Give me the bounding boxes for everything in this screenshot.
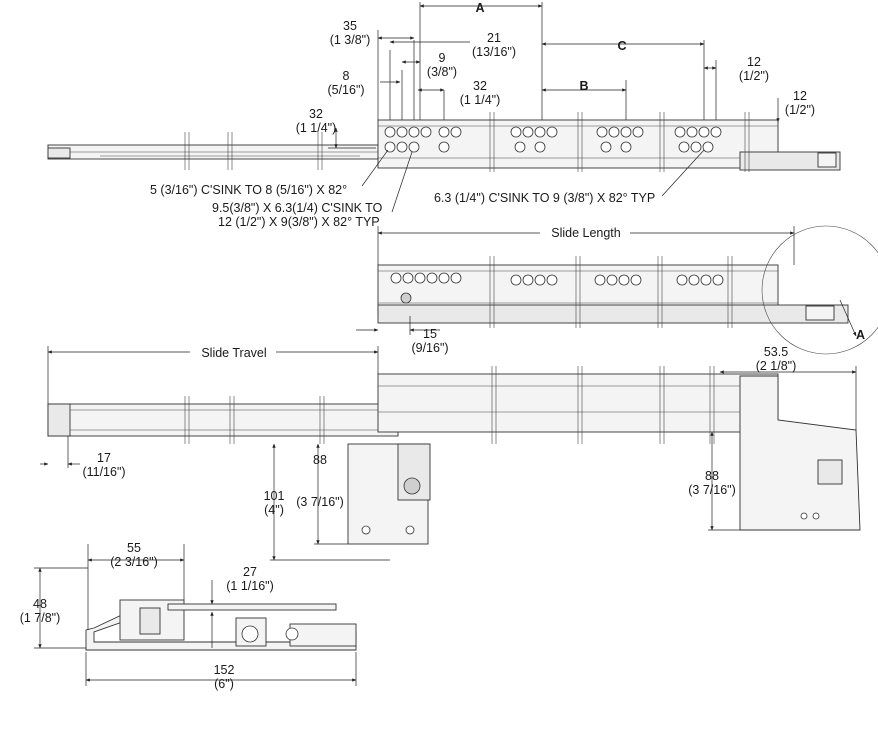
dim-55-in: (2 3/16") — [110, 555, 158, 569]
dim-B: B — [579, 79, 588, 93]
section-latch — [289, 623, 357, 647]
dim-32b-mm: 32 — [309, 107, 323, 121]
dim-101-in: (4") — [264, 503, 284, 517]
section-ball-cage — [139, 607, 161, 635]
dim-88b-mm: 88 — [705, 469, 719, 483]
middle-latch — [805, 305, 835, 321]
dim-21-in: (13/16") — [472, 45, 516, 59]
dim-152-in: (6") — [214, 677, 234, 691]
dim-17-in: (11/16") — [82, 465, 125, 479]
mounting-holes-top — [384, 126, 722, 153]
dim-A-detail: A — [856, 328, 865, 342]
break-lines-middle — [489, 256, 733, 328]
dim-slide-travel: Slide Travel — [201, 346, 266, 360]
front-bracket-screw — [403, 477, 421, 495]
dim-9-in: (3/8") — [427, 65, 457, 79]
section-drawer-bottom — [167, 603, 337, 611]
dim-48-in: (1 7/8") — [20, 611, 61, 625]
dim-8-mm: 8 — [343, 69, 350, 83]
break-lines-extended — [184, 366, 715, 444]
dim-88a-in: (3 7/16") — [296, 495, 344, 509]
note-csink-9-5-line2: 12 (1/2") X 9(3/8") X 82° TYP — [218, 215, 380, 229]
extended-inner-member — [47, 403, 399, 437]
dim-152-mm: 152 — [214, 663, 235, 677]
extended-dimensions — [40, 346, 857, 561]
slide-end-latch — [817, 152, 837, 168]
dim-53-5-mm: 53.5 — [764, 345, 788, 359]
extended-slide-view — [47, 366, 861, 545]
dim-88a-mm: 88 — [313, 453, 327, 467]
dim-8-in: (5/16") — [327, 83, 364, 97]
middle-dimensions — [356, 226, 857, 337]
dim-17-mm: 17 — [97, 451, 111, 465]
dim-32a-in: (1 1/4") — [460, 93, 501, 107]
rear-bracket-tab — [817, 459, 843, 485]
dim-9-mm: 9 — [439, 51, 446, 65]
note-csink-9-5-line1: 9.5(3/8") X 6.3(1/4) C'SINK TO — [212, 201, 383, 215]
dim-15-mm: 15 — [423, 327, 437, 341]
dim-15-in: (9/16") — [411, 341, 448, 355]
dim-53-5-in: (2 1/8") — [756, 359, 797, 373]
dim-12a-in: (1/2") — [739, 69, 769, 83]
note-csink-5: 5 (3/16") C'SINK TO 8 (5/16") X 82° — [150, 183, 347, 197]
middle-lower-rail — [377, 304, 849, 324]
slide-end-bracket — [739, 151, 841, 171]
dim-12a-mm: 12 — [747, 55, 761, 69]
dim-12b-in: (1/2") — [785, 103, 815, 117]
dim-27-in: (1 1/16") — [226, 579, 274, 593]
top-dimensions — [328, 2, 780, 213]
dim-55-mm: 55 — [127, 541, 141, 555]
detail-circle-A — [761, 225, 878, 355]
mounting-holes-middle — [390, 272, 724, 304]
break-lines-top — [184, 112, 750, 172]
rail-end-cap — [47, 147, 71, 159]
dim-A-top: A — [475, 1, 484, 15]
section-view — [85, 599, 357, 651]
section-dimensions — [34, 544, 357, 686]
dim-35-in: (1 3/8") — [330, 33, 371, 47]
dim-27-mm: 27 — [243, 565, 257, 579]
dim-C: C — [617, 39, 626, 53]
dim-32a-mm: 32 — [473, 79, 487, 93]
note-csink-6-3: 6.3 (1/4") C'SINK TO 9 (3/8") X 82° TYP — [434, 191, 655, 205]
dim-21-mm: 21 — [487, 31, 501, 45]
dim-88b-in: (3 7/16") — [688, 483, 736, 497]
dim-12b-mm: 12 — [793, 89, 807, 103]
dim-48-mm: 48 — [33, 597, 47, 611]
rear-mount-bracket — [739, 375, 861, 531]
dim-101-mm: 101 — [264, 489, 285, 503]
dim-32b-in: (1 1/4") — [296, 121, 337, 135]
dim-slide-length: Slide Length — [551, 226, 621, 240]
middle-slide-view — [377, 225, 878, 355]
section-screw — [285, 627, 299, 641]
top-slide-view — [47, 112, 841, 172]
section-wheel — [241, 625, 259, 643]
extended-front-cap — [47, 403, 71, 437]
dim-35-mm: 35 — [343, 19, 357, 33]
